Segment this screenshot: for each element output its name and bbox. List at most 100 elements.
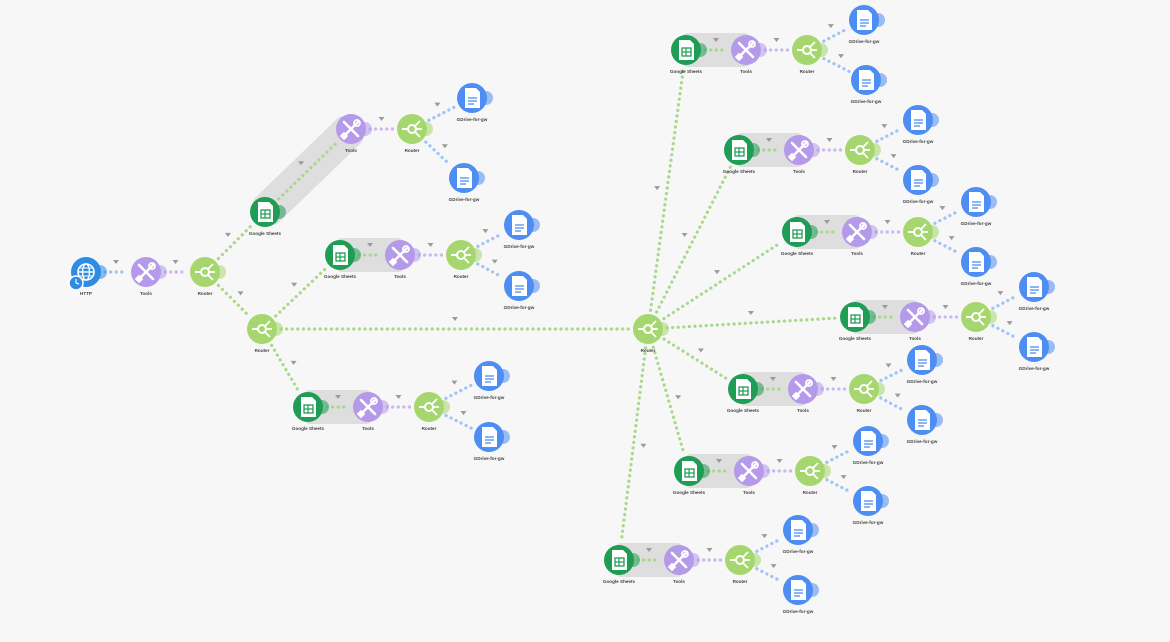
route-connection[interactable]: [755, 537, 783, 553]
sheets-module-sheets-r4[interactable]: [728, 374, 764, 404]
sheets-module-sheets-r0[interactable]: [671, 35, 707, 65]
route-connection[interactable]: [933, 239, 961, 255]
filter-wrench-icon[interactable]: [654, 186, 661, 191]
tools-module-tools-r4[interactable]: [788, 374, 824, 404]
route-connection[interactable]: [277, 140, 339, 201]
filter-wrench-icon[interactable]: [713, 38, 719, 42]
filter-wrench-icon[interactable]: [942, 305, 949, 309]
tools-module-tools-a[interactable]: [131, 257, 167, 287]
router-module-router-r5[interactable]: [795, 456, 831, 486]
filter-wrench-icon[interactable]: [939, 206, 946, 211]
tools-module-tools-r1[interactable]: [784, 135, 820, 165]
tools-module-tools-m[interactable]: [385, 240, 421, 270]
docs-module-doc-r1b[interactable]: [903, 165, 939, 195]
tools-module-tools-r3[interactable]: [900, 302, 936, 332]
filter-wrench-icon[interactable]: [452, 317, 458, 321]
docs-module-doc-r4b[interactable]: [907, 405, 943, 435]
tools-module-tools-r2[interactable]: [842, 217, 878, 247]
tools-module-tools-up[interactable]: [336, 114, 372, 144]
filter-wrench-icon[interactable]: [451, 380, 458, 385]
router-circle[interactable]: [397, 114, 427, 144]
filter-wrench-icon[interactable]: [827, 24, 834, 29]
route-connection[interactable]: [216, 283, 251, 318]
route-connection[interactable]: [476, 232, 504, 248]
route-connection[interactable]: [755, 567, 783, 583]
route-connection[interactable]: [662, 240, 783, 321]
route-connection[interactable]: [875, 157, 903, 173]
router-module-router-hub[interactable]: [633, 314, 669, 344]
route-connection[interactable]: [274, 266, 328, 318]
tools-module-tools-r6[interactable]: [664, 545, 700, 575]
router-module-router-r0[interactable]: [792, 35, 828, 65]
router-circle[interactable]: [903, 217, 933, 247]
filter-wrench-icon[interactable]: [482, 229, 489, 234]
route-connection[interactable]: [651, 345, 686, 455]
filter-wrench-icon[interactable]: [948, 236, 955, 241]
filter-wrench-icon[interactable]: [460, 411, 467, 416]
docs-module-doc-r5a[interactable]: [853, 426, 889, 456]
router-circle[interactable]: [961, 302, 991, 332]
filter-wrench-icon[interactable]: [716, 459, 722, 463]
filter-wrench-icon[interactable]: [776, 459, 783, 463]
filter-wrench-icon[interactable]: [706, 548, 713, 552]
filter-wrench-icon[interactable]: [770, 564, 777, 569]
filter-wrench-icon[interactable]: [770, 377, 776, 381]
filter-wrench-icon[interactable]: [1006, 321, 1013, 326]
route-connection[interactable]: [444, 383, 474, 400]
filter-wrench-icon[interactable]: [491, 259, 498, 264]
route-connection[interactable]: [424, 140, 452, 167]
filter-wrench-icon[interactable]: [885, 363, 892, 368]
filter-wrench-icon[interactable]: [434, 102, 441, 107]
router-module-router-b[interactable]: [414, 392, 450, 422]
docs-module-doc-r4a[interactable]: [907, 345, 943, 375]
router-module-router-m[interactable]: [446, 240, 482, 270]
route-connection[interactable]: [665, 316, 838, 330]
tools-module-tools-r0[interactable]: [731, 35, 767, 65]
route-connection[interactable]: [991, 324, 1019, 340]
docs-module-doc-r6b[interactable]: [783, 575, 819, 605]
filter-wrench-icon[interactable]: [646, 548, 652, 552]
tools-module-tools-r5[interactable]: [734, 456, 770, 486]
router-circle[interactable]: [633, 314, 663, 344]
docs-module-doc-r0a[interactable]: [849, 5, 885, 35]
filter-wrench-icon[interactable]: [714, 270, 721, 275]
router-module-router-up[interactable]: [397, 114, 433, 144]
router-module-router-r6[interactable]: [725, 545, 761, 575]
docs-module-doc-m2[interactable]: [504, 271, 540, 301]
filter-wrench-icon[interactable]: [882, 305, 888, 309]
filter-wrench-icon[interactable]: [890, 154, 897, 159]
router-module-router-r4[interactable]: [849, 374, 885, 404]
filter-wrench-icon[interactable]: [838, 54, 845, 59]
filter-wrench-icon[interactable]: [427, 243, 434, 247]
route-connection[interactable]: [825, 478, 853, 494]
route-connection[interactable]: [662, 337, 729, 381]
route-connection[interactable]: [270, 343, 300, 393]
route-connection[interactable]: [822, 27, 849, 43]
docs-module-doc-m1[interactable]: [504, 210, 540, 240]
docs-module-doc-r2a[interactable]: [961, 187, 997, 217]
router-circle[interactable]: [190, 257, 220, 287]
filter-wrench-icon[interactable]: [237, 291, 244, 296]
filter-wrench-icon[interactable]: [378, 117, 385, 121]
tools-module-tools-b[interactable]: [353, 392, 389, 422]
router-module-router-a[interactable]: [190, 257, 226, 287]
filter-wrench-icon[interactable]: [881, 124, 888, 129]
filter-wrench-icon[interactable]: [830, 377, 837, 381]
sheets-module-sheets-b[interactable]: [293, 392, 329, 422]
filter-wrench-icon[interactable]: [681, 232, 688, 237]
route-connection[interactable]: [216, 223, 254, 261]
filter-wrench-icon[interactable]: [298, 161, 305, 166]
route-connection[interactable]: [991, 294, 1019, 310]
router-circle[interactable]: [446, 240, 476, 270]
filter-wrench-icon[interactable]: [441, 144, 448, 149]
docs-module-doc-r3a[interactable]: [1019, 272, 1055, 302]
filter-wrench-icon[interactable]: [291, 282, 298, 287]
route-connection[interactable]: [476, 262, 504, 279]
router-circle[interactable]: [845, 135, 875, 165]
router-circle[interactable]: [849, 374, 879, 404]
route-connection[interactable]: [879, 396, 907, 413]
route-connection[interactable]: [648, 67, 686, 312]
router-circle[interactable]: [792, 35, 822, 65]
filter-wrench-icon[interactable]: [884, 220, 891, 224]
docs-module-doc-b1[interactable]: [474, 361, 510, 391]
